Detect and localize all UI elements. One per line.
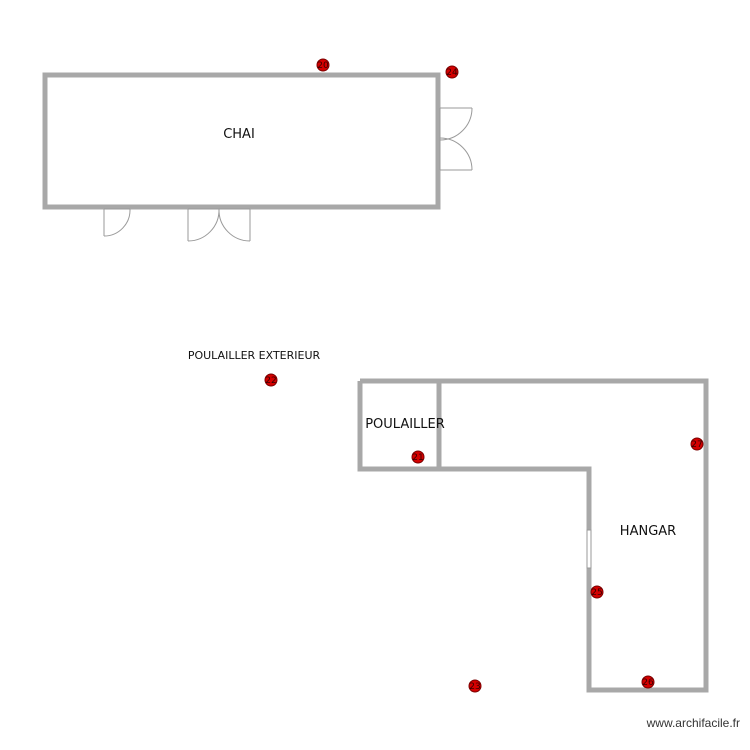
room-label-poulailler: POULAILLER <box>365 417 445 432</box>
marker-27[interactable]: 27 <box>690 437 704 451</box>
svg-text:21: 21 <box>412 453 423 463</box>
hangar-walls <box>357 378 709 693</box>
marker-26[interactable]: 26 <box>641 675 655 689</box>
chai-south-door <box>103 208 131 237</box>
svg-text:27: 27 <box>691 440 702 450</box>
svg-text:20: 20 <box>317 61 329 71</box>
chai-south-double-door <box>187 208 251 242</box>
svg-text:23: 23 <box>469 682 480 692</box>
room-label-hangar: HANGAR <box>620 524 676 539</box>
svg-text:22: 22 <box>265 376 276 386</box>
marker-22[interactable]: 22 <box>264 373 278 387</box>
svg-text:25: 25 <box>591 588 602 598</box>
marker-20[interactable]: 20 <box>316 58 330 72</box>
svg-text:26: 26 <box>642 678 654 688</box>
chai-east-double-door <box>439 107 473 171</box>
marker-24[interactable]: 24 <box>445 65 459 79</box>
watermark: www.archifacile.fr <box>646 716 740 730</box>
chai-walls <box>42 72 441 210</box>
marker-21[interactable]: 21 <box>411 450 425 464</box>
svg-text:24: 24 <box>446 68 458 78</box>
hangar-window <box>586 529 592 569</box>
area-label-poulailler-exterieur: POULAILLER EXTERIEUR <box>188 349 321 362</box>
marker-25[interactable]: 25 <box>590 585 604 599</box>
room-label-chai: CHAI <box>223 127 255 142</box>
marker-23[interactable]: 23 <box>468 679 482 693</box>
